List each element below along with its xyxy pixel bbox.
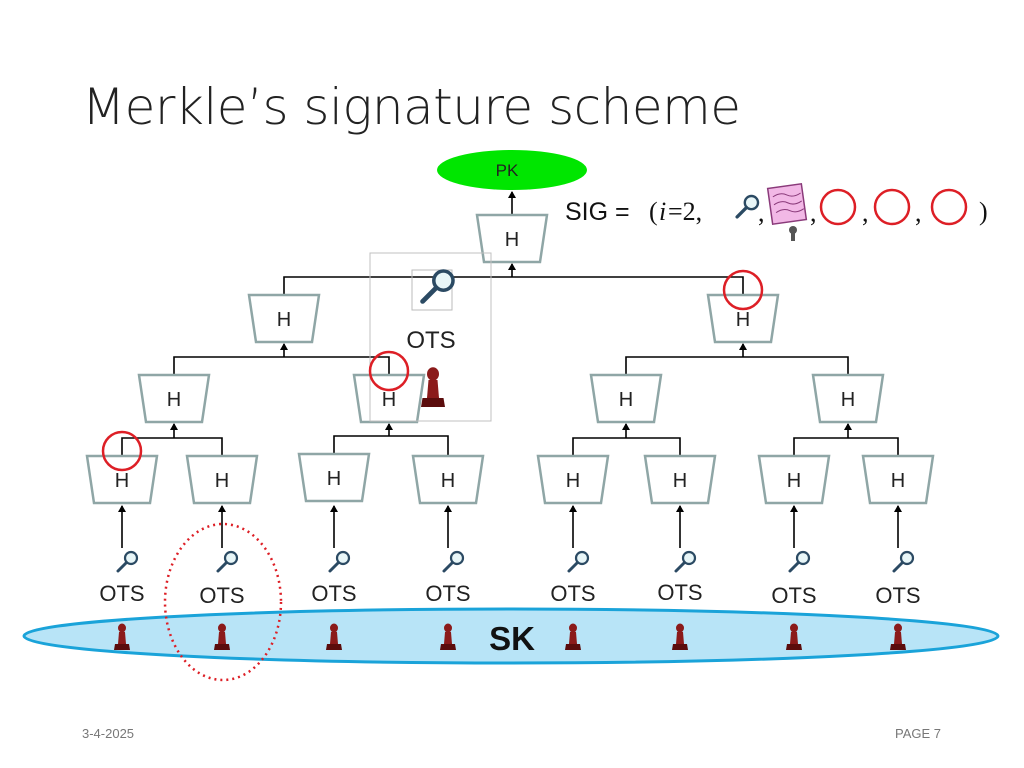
ots-label: OTS [657, 580, 702, 605]
ots-label: OTS [875, 583, 920, 608]
hash-node-label: H [891, 470, 905, 492]
leaf-ots: OTS [311, 505, 357, 650]
hash-node-label: H [215, 470, 229, 492]
hash-node-label: H [566, 470, 580, 492]
leaf-ots: OTS [425, 505, 471, 650]
hash-node: H [185, 454, 259, 505]
signature-comma: , [862, 198, 869, 227]
selected-leaf-dotted-circle [163, 522, 283, 682]
hash-node-label: H [619, 389, 633, 411]
hash-node: H [85, 454, 159, 505]
hash-node: H [706, 293, 780, 344]
magnifier-icon [328, 550, 351, 573]
magnifier-icon [216, 550, 239, 573]
hash-node-label: H [787, 470, 801, 492]
auth-path-marker [101, 430, 143, 472]
ots-label: OTS [99, 581, 144, 606]
hash-node-label: H [167, 389, 181, 411]
ots-legend-label: OTS [406, 327, 455, 354]
magnifier-icon [567, 550, 590, 573]
leaf-ots: OTS [875, 505, 921, 650]
footer-date: 3-4-2025 [82, 726, 135, 741]
hash-node-label: H [841, 389, 855, 411]
hash-nodes: H H H H H H H H H H H H H H H [85, 213, 935, 505]
magnifier-icon [442, 550, 465, 573]
ots-legend-icon-frame [411, 269, 453, 311]
auth-path-markers [101, 269, 764, 472]
hash-node: H [589, 373, 663, 424]
hash-node: H [757, 454, 831, 505]
hash-node-label: H [382, 389, 396, 411]
signature-formula: SIG = ( i =2, , , , , ) [565, 182, 988, 241]
leaf-ots: OTS [771, 505, 817, 650]
leaf-ots: OTS [550, 505, 596, 650]
signature-paren-open: ( [649, 197, 658, 226]
scroll-icon [766, 182, 808, 241]
hash-node-label: H [277, 309, 291, 331]
hash-node-label: H [736, 309, 750, 331]
hash-node: H [352, 373, 426, 424]
auth-path-marker [722, 269, 764, 311]
leaf-ots: OTS [199, 505, 245, 650]
hash-node: H [811, 373, 885, 424]
ots-label: OTS [550, 581, 595, 606]
magnifier-icon [735, 194, 760, 219]
auth-path-marker [368, 350, 410, 392]
signature-paren-close: ) [979, 197, 988, 226]
hash-node: H [137, 373, 211, 424]
hash-node-label: H [505, 229, 519, 251]
slide-title: Merkle’s signature scheme [82, 78, 741, 136]
hash-node-label: H [441, 470, 455, 492]
signature-prefix: SIG = [565, 198, 637, 226]
signature-comma: , [915, 198, 922, 227]
ots-label: OTS [425, 581, 470, 606]
auth-node-placeholder [819, 188, 857, 226]
chess-pawn-icon [421, 367, 445, 407]
magnifier-icon [423, 271, 453, 301]
ots-label: OTS [311, 581, 356, 606]
signature-index-var: i [659, 197, 666, 226]
signature-index-value: =2, [668, 197, 702, 226]
leaf-ots: OTS [657, 505, 703, 650]
hash-node-label: H [327, 468, 341, 490]
hash-node: H [475, 213, 549, 264]
ots-legend-box [369, 252, 492, 422]
auth-node-placeholder [873, 188, 911, 226]
secret-key-label: SK [489, 620, 535, 657]
hash-node: H [536, 454, 610, 505]
hash-node: H [297, 452, 371, 503]
secret-key-ellipse [22, 607, 1000, 665]
hash-node: H [411, 454, 485, 505]
public-key-label: PK [496, 161, 519, 180]
magnifier-icon [788, 550, 811, 573]
ots-label: OTS [199, 583, 244, 608]
leaf-ots-keys: OTS OTS OTS OTS OTS OTS OTS OTS [99, 505, 921, 650]
hash-node: H [861, 454, 935, 505]
hash-node-label: H [115, 470, 129, 492]
hash-node-label: H [673, 470, 687, 492]
magnifier-icon [674, 550, 697, 573]
magnifier-icon [892, 550, 915, 573]
signature-comma: , [758, 198, 765, 227]
ots-label: OTS [771, 583, 816, 608]
leaf-ots: OTS [99, 505, 145, 650]
tree-edges [121, 191, 899, 456]
footer-page-number: PAGE 7 [895, 726, 942, 741]
magnifier-icon [116, 550, 139, 573]
auth-node-placeholder [930, 188, 968, 226]
signature-comma: , [810, 198, 817, 227]
hash-node: H [247, 293, 321, 344]
hash-node: H [643, 454, 717, 505]
public-key-root [437, 150, 587, 190]
